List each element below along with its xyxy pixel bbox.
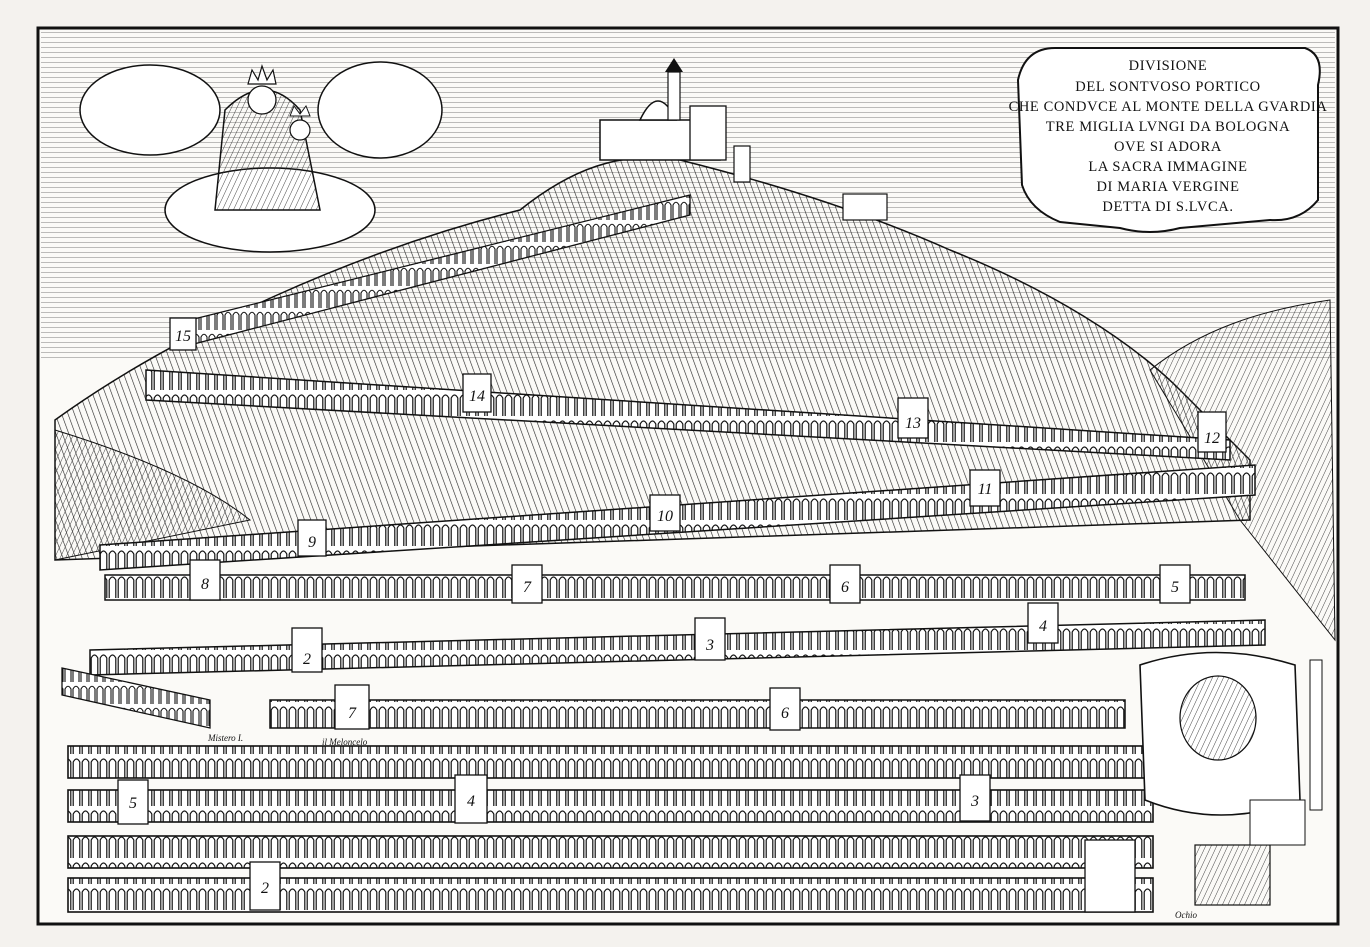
station-6: 6 <box>841 579 849 596</box>
cartouche-line-8: DETTA DI S.LVCA. <box>1102 199 1233 215</box>
station-7: 7 <box>523 579 532 596</box>
lower-station-6: 6 <box>781 705 789 722</box>
engraver-signature: Ochio <box>1175 910 1197 920</box>
lower-station-7: 7 <box>348 705 357 722</box>
station-2: 2 <box>303 651 311 668</box>
station-10: 10 <box>657 508 673 525</box>
station-chapels <box>117 317 1227 913</box>
lower-station-2: 2 <box>261 880 269 897</box>
title-cartouche <box>1016 47 1321 233</box>
cartouche-line-6: LA SACRA IMMAGINE <box>1088 159 1247 175</box>
coat-of-arms <box>1139 651 1301 816</box>
cartouche-line-1: DIVISIONE <box>1129 58 1208 74</box>
station-3: 3 <box>705 637 714 654</box>
station-13: 13 <box>905 415 921 432</box>
station-15: 15 <box>175 328 191 345</box>
lower-station-3: 3 <box>970 793 979 810</box>
cartouche-line-2: DEL SONTVOSO PORTICO <box>1075 79 1260 95</box>
station-9: 9 <box>308 534 316 551</box>
station-14: 14 <box>469 388 485 405</box>
town-view <box>1194 659 1323 906</box>
cartouche-line-7: DI MARIA VERGINE <box>1096 179 1239 195</box>
label-mistero: Mistero I. <box>207 733 243 743</box>
madonna-in-clouds <box>79 61 443 253</box>
cartouche-line-3: CHE CONDVCE AL MONTE DELLA GVARDIA <box>1009 99 1328 115</box>
cartouche-line-5: OVE SI ADORA <box>1114 139 1222 155</box>
station-8: 8 <box>201 576 209 593</box>
label-meloncello: il Meloncelo <box>322 737 368 747</box>
station-12: 12 <box>1204 430 1220 447</box>
sanctuary <box>599 58 888 221</box>
cartouche-line-4: TRE MIGLIA LVNGI DA BOLOGNA <box>1046 119 1290 135</box>
station-4: 4 <box>1039 618 1047 635</box>
station-5: 5 <box>1171 579 1179 596</box>
lower-station-5: 5 <box>129 795 137 812</box>
station-11: 11 <box>978 481 993 498</box>
lower-station-4: 4 <box>467 793 475 810</box>
